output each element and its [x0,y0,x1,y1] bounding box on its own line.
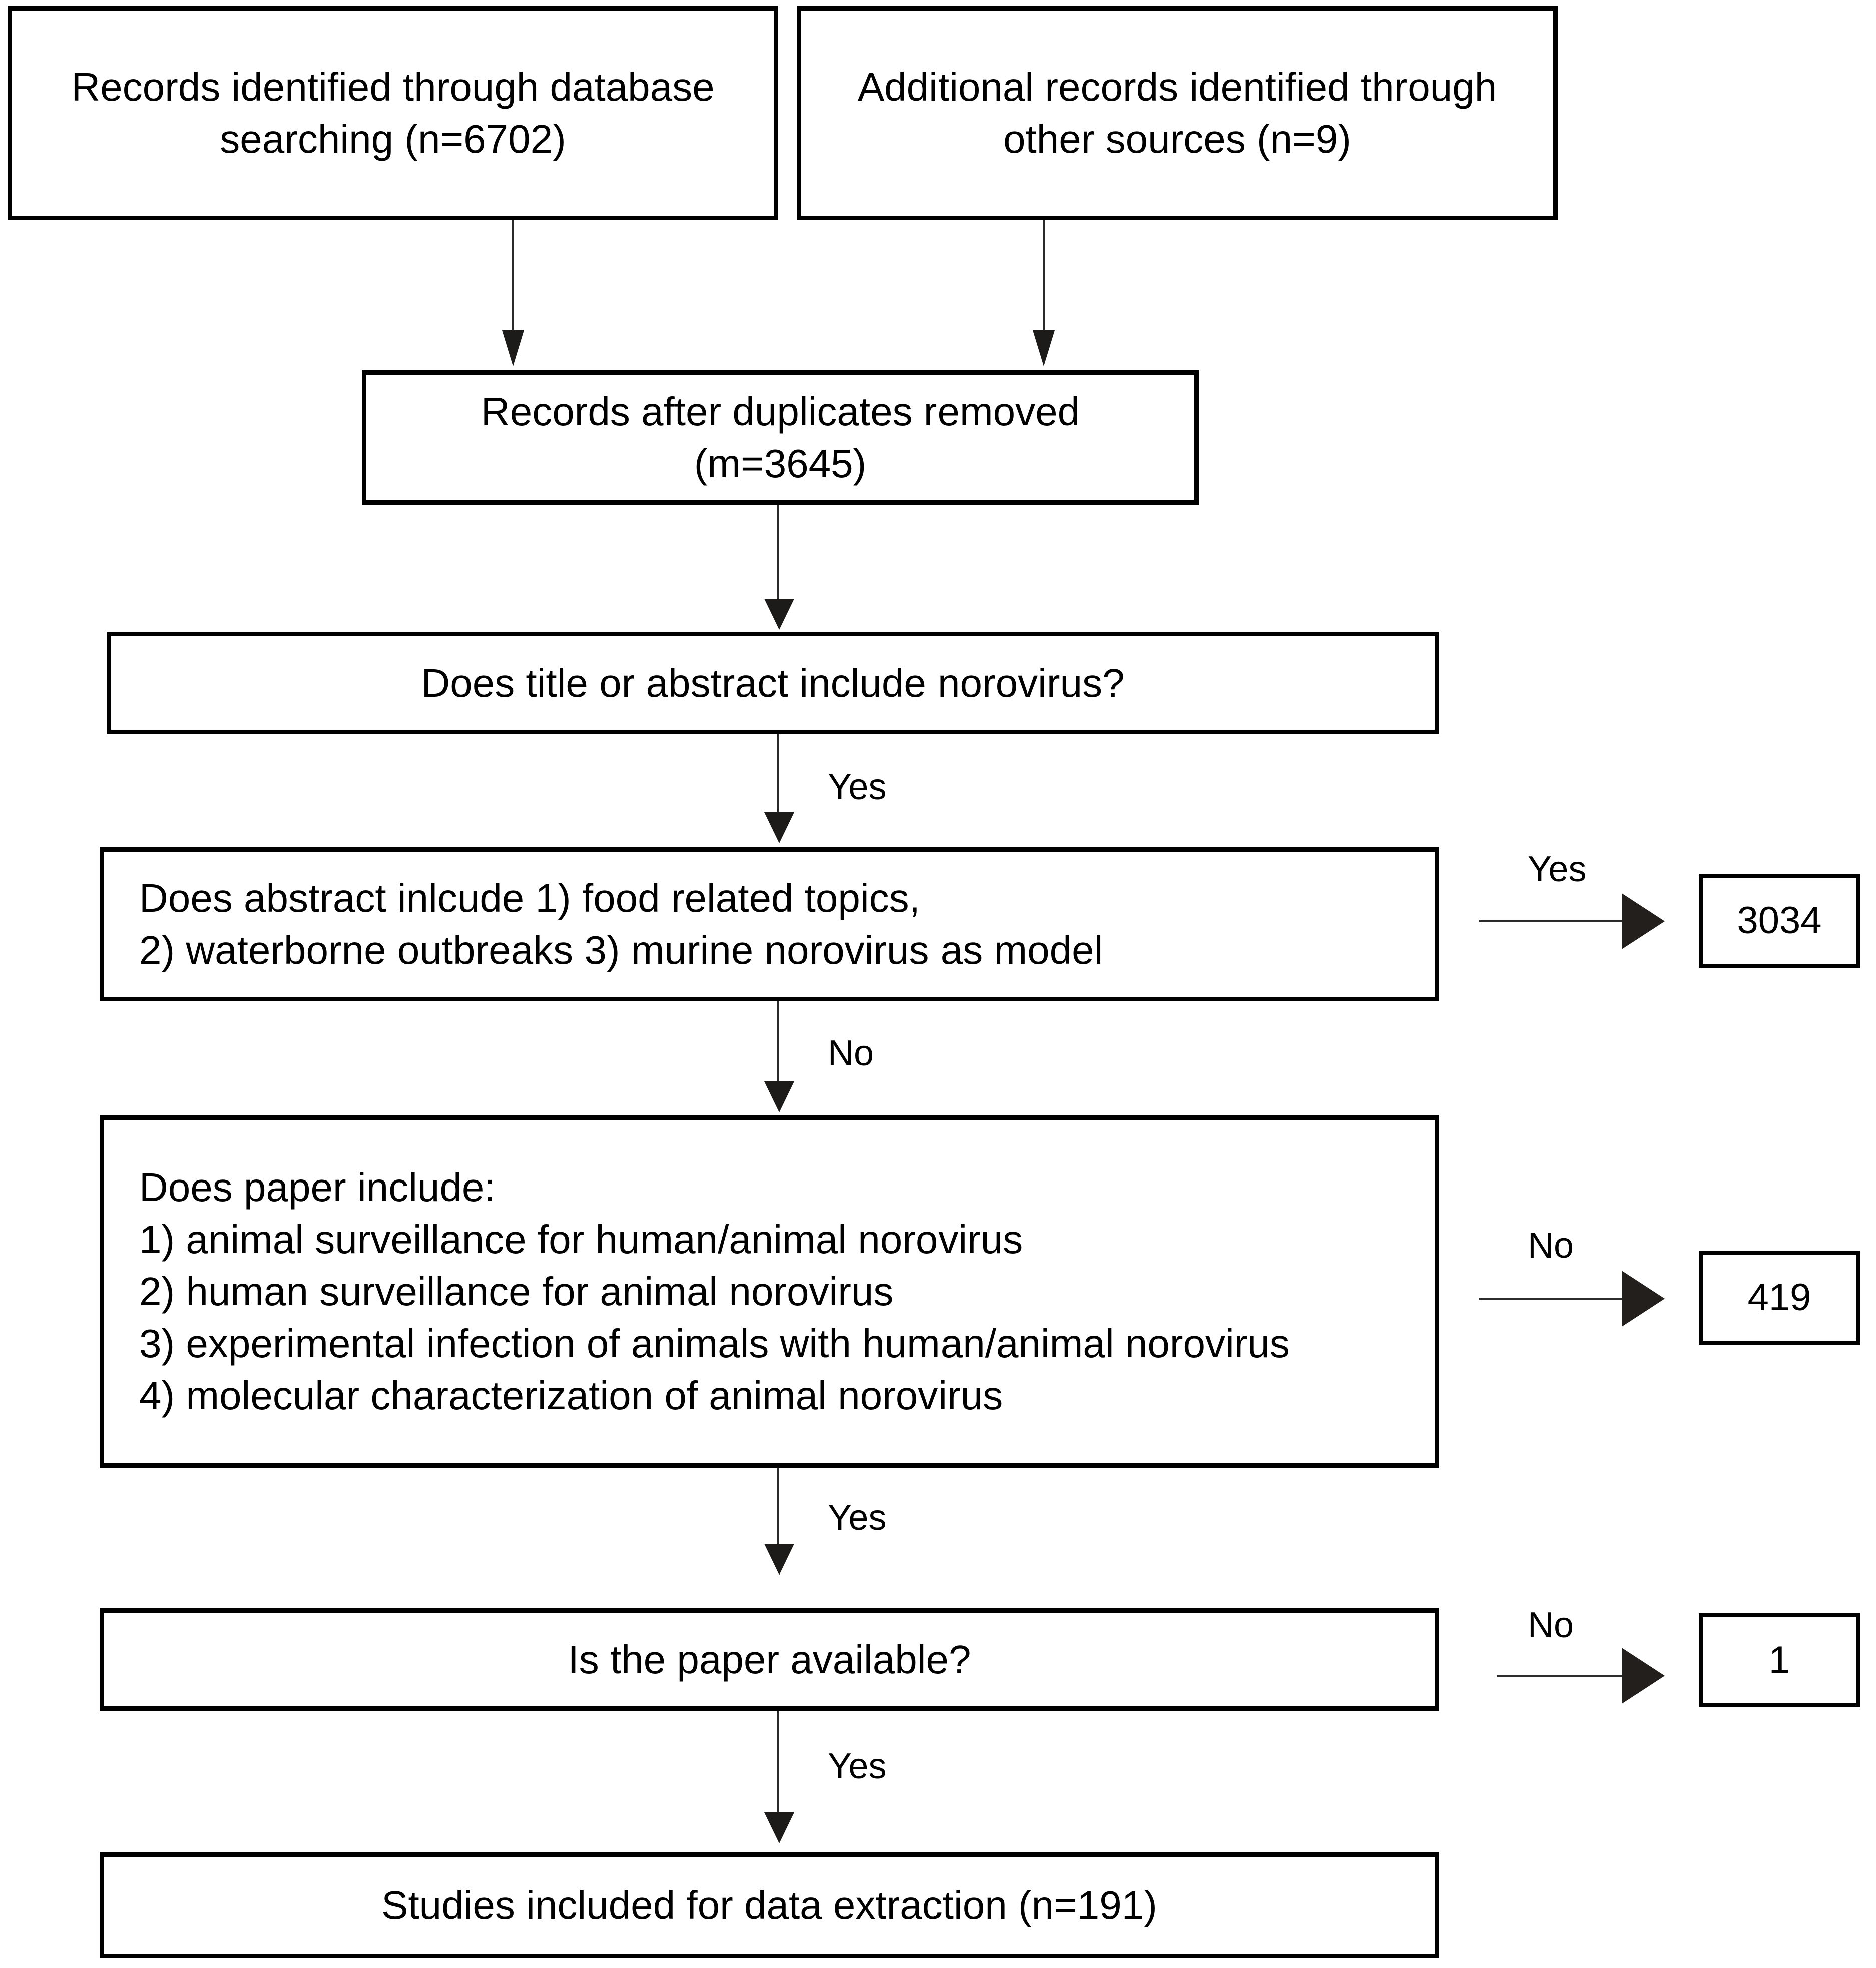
node-paper-content-screen: Does paper include: 1) animal surveillan… [100,1115,1439,1468]
node-paper-content-screen-label: Does paper include: 1) animal surveillan… [139,1165,1290,1418]
connector-paper-content-yes [777,1468,779,1554]
connector-database-to-duplicates [512,220,514,336]
node-excluded-unavailable: 1 [1699,1613,1860,1707]
connector-abstract-topics-yes [1479,920,1624,922]
arrowhead-abstract-topics-no [764,1081,794,1112]
node-included-studies-label: Studies included for data extraction (n=… [381,1883,1157,1927]
node-title-abstract-screen: Does title or abstract include norovirus… [107,632,1439,734]
arrowhead-paper-content-yes [764,1544,794,1575]
arrowhead-abstract-topics-yes [1622,893,1665,949]
node-abstract-topics-screen-label: Does abstract inlcude 1) food related to… [139,876,1103,972]
arrowhead-paper-content-no [1622,1271,1665,1327]
node-excluded-paper-content: 419 [1699,1251,1860,1345]
node-excluded-paper-content-value: 419 [1747,1276,1811,1319]
node-availability-screen-label: Is the paper available? [568,1637,971,1682]
node-records-identified-database: Records identified through database sear… [8,6,778,220]
node-records-after-duplicates: Records after duplicates removed (m=3645… [362,370,1199,505]
node-records-after-duplicates-label: Records after duplicates removed (m=3645… [481,389,1080,486]
connector-abstract-topics-no [777,1001,779,1091]
connector-duplicates-to-title-screen [777,505,779,605]
arrowhead-availability-no [1622,1648,1665,1704]
arrowhead-other-to-duplicates [1033,330,1055,366]
connector-availability-yes [777,1711,779,1822]
node-abstract-topics-screen: Does abstract inlcude 1) food related to… [100,847,1439,1001]
node-title-abstract-screen-label: Does title or abstract include norovirus… [421,660,1125,705]
edge-label-availability-yes: Yes [828,1746,887,1786]
node-excluded-abstract-topics-value: 3034 [1737,899,1822,942]
node-excluded-unavailable-value: 1 [1768,1638,1790,1681]
edge-label-abstract-topics-no: No [828,1033,874,1073]
edge-label-abstract-topics-yes: Yes [1528,849,1587,889]
connector-availability-no [1497,1675,1624,1677]
edge-label-paper-content-yes: Yes [828,1498,887,1538]
edge-label-availability-no: No [1528,1605,1574,1645]
arrowhead-title-screen-to-abstract-screen [764,812,794,843]
edge-label-paper-content-no: No [1528,1226,1574,1266]
arrowhead-database-to-duplicates [502,330,524,366]
node-included-studies: Studies included for data extraction (n=… [100,1852,1439,1958]
node-records-identified-other: Additional records identified through ot… [797,6,1558,220]
edge-label-title-abstract-yes: Yes [828,767,887,807]
arrowhead-duplicates-to-title-screen [764,599,794,630]
connector-title-screen-to-abstract-screen [777,734,779,822]
arrowhead-availability-yes [764,1812,794,1843]
connector-other-to-duplicates [1043,220,1045,336]
node-records-identified-database-label: Records identified through database sear… [71,65,715,161]
node-excluded-abstract-topics: 3034 [1699,874,1860,968]
node-availability-screen: Is the paper available? [100,1608,1439,1711]
connector-paper-content-no [1479,1298,1624,1300]
node-records-identified-other-label: Additional records identified through ot… [857,65,1497,161]
